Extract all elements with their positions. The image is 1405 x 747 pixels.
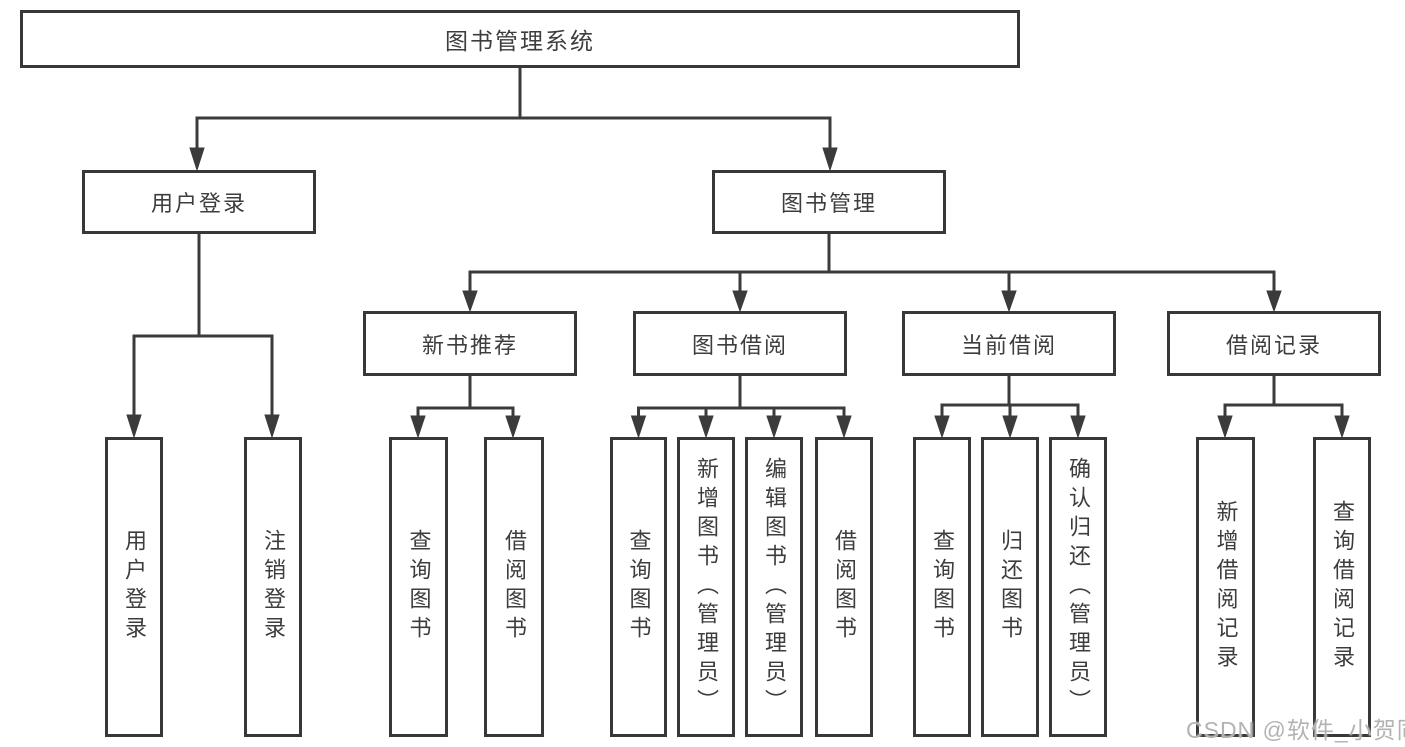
leaf-return-book-label: 归还图书 <box>998 529 1023 645</box>
leaf-query-books-borrow: 查询图书 <box>610 437 667 737</box>
leaf-user-login-label: 用户登录 <box>122 529 147 645</box>
leaf-borrow-books: 借阅图书 <box>815 437 873 737</box>
connector-book-borrow-to-leaves <box>630 376 852 439</box>
leaf-borrow-books-recommend-label: 借阅图书 <box>502 529 527 645</box>
node-library-management-system-label: 图书管理系统 <box>445 28 595 54</box>
connector-book-management-to-level3 <box>462 234 1282 313</box>
leaf-add-borrow-record: 新增借阅记录 <box>1196 437 1255 737</box>
connector-new-book-recommend-to-leaves <box>410 376 521 439</box>
node-book-management-label: 图书管理 <box>780 191 877 216</box>
node-book-borrow-label: 图书借阅 <box>691 332 788 358</box>
leaf-edit-book-admin-label: 编辑图书（管理员） <box>762 456 787 718</box>
leaf-query-books-current: 查询图书 <box>913 437 971 737</box>
connector-borrow-records-to-leaves <box>1217 376 1350 439</box>
node-borrow-records: 借阅记录 <box>1167 311 1381 376</box>
node-book-borrow: 图书借阅 <box>633 311 847 376</box>
node-library-management-system: 图书管理系统 <box>20 10 1020 68</box>
node-user-login-label: 用户登录 <box>150 191 247 216</box>
leaf-query-borrow-record: 查询借阅记录 <box>1313 437 1371 737</box>
leaf-query-books-current-label: 查询图书 <box>930 529 955 645</box>
node-current-borrow-label: 当前借阅 <box>960 332 1057 358</box>
connector-user-login-to-leaves <box>126 234 280 439</box>
leaf-query-books-borrow-label: 查询图书 <box>626 529 652 645</box>
node-user-login: 用户登录 <box>82 170 316 234</box>
leaf-return-book: 归还图书 <box>981 437 1039 737</box>
leaf-user-login: 用户登录 <box>105 437 163 737</box>
leaf-query-borrow-record-label: 查询借阅记录 <box>1330 500 1355 674</box>
node-new-book-recommend: 新书推荐 <box>363 311 577 376</box>
leaf-confirm-return-admin-label: 确认归还（管理员） <box>1066 456 1091 718</box>
leaf-logout-label: 注销登录 <box>261 529 286 645</box>
leaf-borrow-books-label: 借阅图书 <box>832 529 857 645</box>
node-borrow-records-label: 借阅记录 <box>1225 332 1322 358</box>
leaf-add-book-admin-label: 新增图书（管理员） <box>694 456 719 718</box>
leaf-logout: 注销登录 <box>244 437 302 737</box>
leaf-edit-book-admin: 编辑图书（管理员） <box>745 437 803 737</box>
leaf-borrow-books-recommend: 借阅图书 <box>484 437 544 737</box>
leaf-query-books-recommend-label: 查询图书 <box>406 529 432 645</box>
leaf-add-borrow-record-label: 新增借阅记录 <box>1213 500 1239 674</box>
leaf-confirm-return-admin: 确认归还（管理员） <box>1049 437 1107 737</box>
node-new-book-recommend-label: 新书推荐 <box>421 332 518 358</box>
csdn-watermark: CSDN @软件_小贺同学 <box>1186 717 1405 743</box>
connector-root-to-level2 <box>189 68 838 172</box>
leaf-add-book-admin: 新增图书（管理员） <box>677 437 735 737</box>
node-book-management: 图书管理 <box>712 170 946 234</box>
leaf-query-books-recommend: 查询图书 <box>389 437 448 737</box>
node-current-borrow: 当前借阅 <box>902 311 1116 376</box>
connector-current-borrow-to-leaves <box>934 376 1086 439</box>
